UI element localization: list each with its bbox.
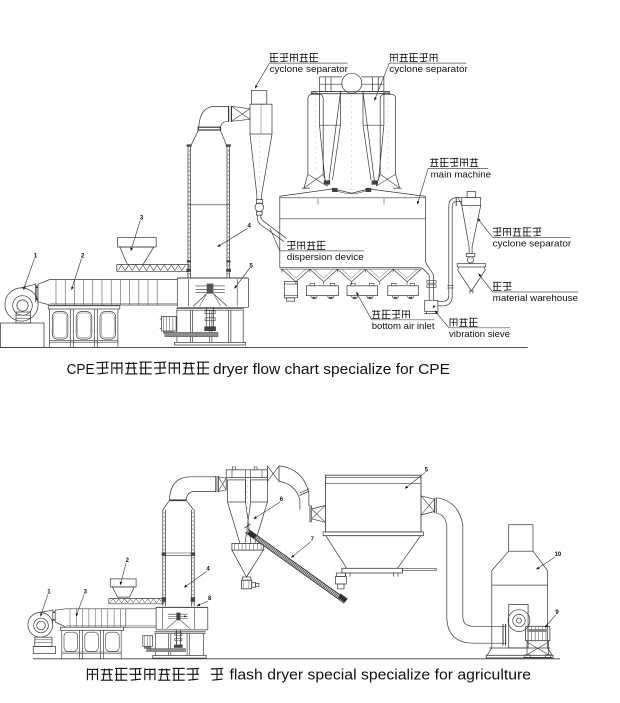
svg-text:dryer flow chart specialize fo: dryer flow chart specialize for CPE bbox=[213, 362, 450, 378]
svg-text:5: 5 bbox=[249, 262, 253, 269]
svg-text:3: 3 bbox=[140, 215, 144, 222]
svg-text:main machine: main machine bbox=[431, 169, 491, 180]
svg-text:2: 2 bbox=[126, 558, 130, 564]
svg-text:cyclone separator: cyclone separator bbox=[389, 64, 468, 75]
svg-text:10: 10 bbox=[555, 552, 562, 558]
svg-text:CPE: CPE bbox=[67, 362, 95, 378]
svg-text:1: 1 bbox=[47, 590, 51, 596]
svg-text:1: 1 bbox=[34, 253, 38, 260]
svg-text:cyclone separator: cyclone separator bbox=[493, 238, 572, 249]
svg-text:8: 8 bbox=[208, 596, 212, 602]
svg-text:cyclone separator: cyclone separator bbox=[270, 64, 349, 75]
svg-text:vibration sieve: vibration sieve bbox=[449, 329, 510, 340]
svg-text:9: 9 bbox=[555, 610, 559, 616]
svg-text:5: 5 bbox=[425, 468, 429, 474]
svg-text:bottom air inlet: bottom air inlet bbox=[372, 321, 435, 332]
svg-text:4: 4 bbox=[206, 567, 210, 573]
svg-text:3: 3 bbox=[84, 590, 88, 596]
svg-text:flash dryer special specialize: flash dryer special specialize for agric… bbox=[230, 668, 532, 684]
svg-text:2: 2 bbox=[81, 253, 85, 260]
svg-text:dispersion device: dispersion device bbox=[287, 252, 364, 263]
svg-text:7: 7 bbox=[311, 537, 314, 543]
svg-text:4: 4 bbox=[247, 222, 251, 229]
svg-text:material warehouse: material warehouse bbox=[493, 293, 578, 304]
svg-text:6: 6 bbox=[280, 497, 284, 503]
